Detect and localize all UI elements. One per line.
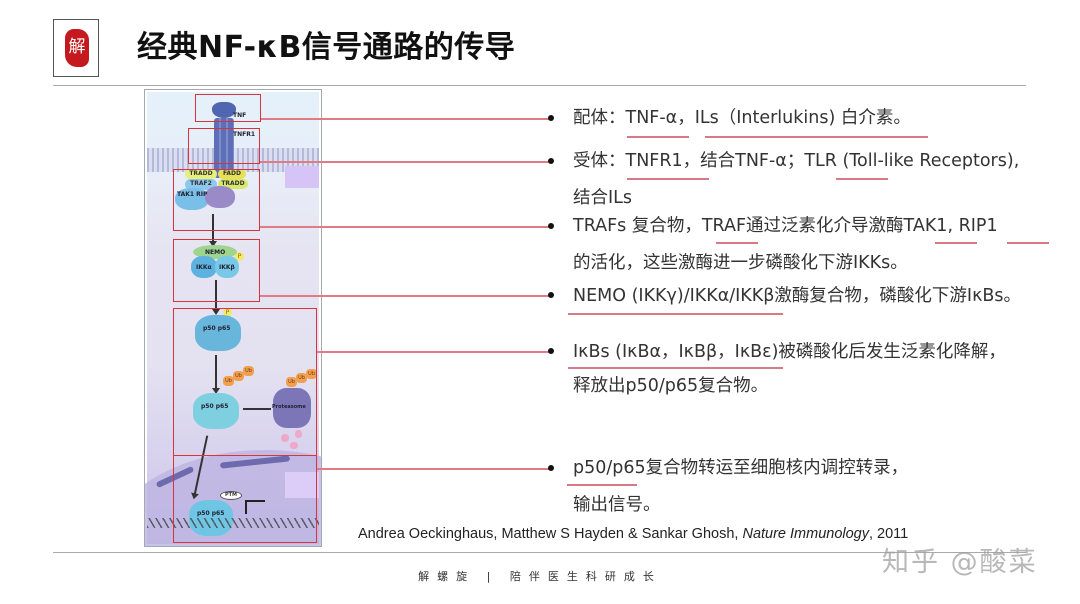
fragment-icon — [281, 434, 289, 442]
ub-badge: Ub — [296, 373, 307, 383]
phospho-badge: P — [223, 308, 232, 317]
highlight-box-nucleus — [173, 455, 317, 543]
bullet-nucleus-cont: 输出信号。 — [573, 495, 661, 515]
connector-line — [261, 118, 551, 120]
connector-line — [317, 351, 551, 353]
watermark: 知乎 @酸菜 — [882, 547, 1038, 578]
label-p50p65: p50 p65 — [203, 325, 231, 332]
bullet-dot — [548, 158, 554, 164]
label-tnf: TNF — [233, 112, 247, 119]
seal-icon: 解 — [65, 29, 89, 67]
bullet-dot — [548, 223, 554, 229]
underline-ikb — [568, 367, 783, 369]
footer-divider — [53, 552, 1026, 553]
underline-tnf — [627, 136, 689, 138]
underline-nemo — [568, 313, 783, 315]
logo-glyph: 解 — [68, 37, 86, 57]
label-traf2: TRAF2 — [185, 179, 217, 190]
title-divider — [53, 85, 1026, 86]
ub-badge: Ub — [286, 377, 297, 387]
label-p50p65: p50 p65 — [197, 510, 225, 517]
dna-helix-icon — [147, 518, 319, 528]
fragment-icon — [290, 442, 298, 449]
ub-badge: Ub — [233, 371, 244, 381]
underline-tak1 — [935, 242, 977, 244]
ikkb-blob — [215, 256, 239, 278]
underline-tnfr1 — [627, 178, 709, 180]
underline-rip1 — [1007, 242, 1049, 244]
ub-badge: Ub — [243, 366, 254, 376]
citation-journal: Nature Immunology — [742, 526, 869, 542]
rip-blob — [205, 186, 235, 208]
tnf-ligand-icon — [212, 102, 236, 118]
ub-badge: Ub — [306, 369, 317, 379]
arrow-right-icon — [243, 408, 271, 410]
page-title: 经典NF-κB信号通路的传导 — [137, 30, 516, 65]
label-tnfr1: TNFR1 — [233, 131, 256, 138]
underline-traf — [716, 242, 758, 244]
arrow-down-icon — [209, 214, 217, 247]
phospho-badge: P — [235, 252, 244, 261]
bullet-dot — [548, 348, 554, 354]
bullet-ligand: 配体：TNF-α，ILs（Interlukins) 白介素。 — [573, 108, 911, 128]
bullet-nucleus: p50/p65复合物转运至细胞核内调控转录， — [573, 458, 909, 478]
bullet-traf: TRAFs 复合物，TRAF通过泛素化介导激酶TAK1, RIP1 — [573, 216, 998, 236]
label-nemo: NEMO — [205, 249, 226, 256]
footer-slogan: 解螺旋 | 陪伴医生科研成长 — [418, 570, 662, 583]
fragment-icon — [295, 430, 302, 438]
highlight-patch — [285, 472, 319, 498]
bullet-traf-cont: 的活化，这些激酶进一步磷酸化下游IKKs。 — [573, 253, 908, 273]
p50p65-complex-icon — [195, 315, 241, 351]
arrow-down-icon — [212, 355, 220, 394]
underline-tlr — [836, 178, 888, 180]
citation-year: , 2011 — [869, 526, 909, 542]
bullet-ikb-cont: 释放出p50/p65复合物。 — [573, 376, 769, 396]
highlight-box-ikb — [173, 308, 317, 456]
highlight-patch — [285, 166, 319, 188]
label-ikka: IKKα — [196, 264, 212, 271]
bullet-ikk: NEMO (IKKγ)/IKKα/IKKβ激酶复合物，磷酸化下游IκBs。 — [573, 286, 1022, 306]
highlight-box-ikk — [173, 239, 260, 302]
highlight-box-ligand — [195, 94, 261, 122]
label-ikkb: IKKβ — [219, 264, 235, 271]
connector-line — [260, 226, 551, 228]
connector-line — [317, 468, 551, 470]
pathway-figure: TNF TNFR1 TRADD FADD TRAF2 TRADD TAK1 RI… — [144, 89, 322, 547]
transcription-arrow-icon — [245, 500, 265, 502]
logo: 解 — [53, 19, 99, 77]
arrow-down-icon — [212, 280, 220, 315]
highlight-box-receptor — [188, 128, 260, 164]
bullet-receptor-cont: 结合ILs — [573, 188, 633, 208]
citation: Andrea Oeckinghaus, Matthew S Hayden & S… — [358, 526, 908, 542]
bullet-dot — [548, 465, 554, 471]
citation-authors: Andrea Oeckinghaus, Matthew S Hayden & S… — [358, 526, 743, 542]
label-proteasome: Proteasome — [272, 404, 306, 410]
bullet-dot — [548, 115, 554, 121]
bullet-ikb: IκBs (IκBα，IκBβ，IκBε)被磷酸化后发生泛素化降解， — [573, 342, 1006, 362]
bullet-dot — [548, 292, 554, 298]
connector-line — [260, 161, 551, 163]
transcription-start-icon — [245, 500, 247, 514]
label-ptm: PTM — [220, 491, 242, 500]
bullet-receptor: 受体：TNFR1，结合TNF-α；TLR (Toll-like Receptor… — [573, 151, 1020, 171]
label-tak1-rip: TAK1 RIP — [177, 191, 208, 198]
label-tradd: TRADD — [185, 169, 217, 179]
ub-badge: Ub — [223, 376, 234, 386]
label-p50p65: p50 p65 — [201, 403, 229, 410]
highlight-box-traf — [173, 169, 260, 231]
proteasome-icon — [273, 388, 311, 428]
tak1-blob — [175, 188, 209, 210]
ikka-blob — [191, 256, 217, 278]
underline-p50p65 — [567, 484, 637, 486]
label-tradd: TRADD — [218, 179, 248, 189]
label-fadd: FADD — [218, 169, 246, 179]
p50p65-complex-icon — [193, 393, 239, 429]
connector-line — [260, 295, 551, 297]
nemo-blob — [193, 245, 237, 259]
underline-ils — [705, 136, 928, 138]
